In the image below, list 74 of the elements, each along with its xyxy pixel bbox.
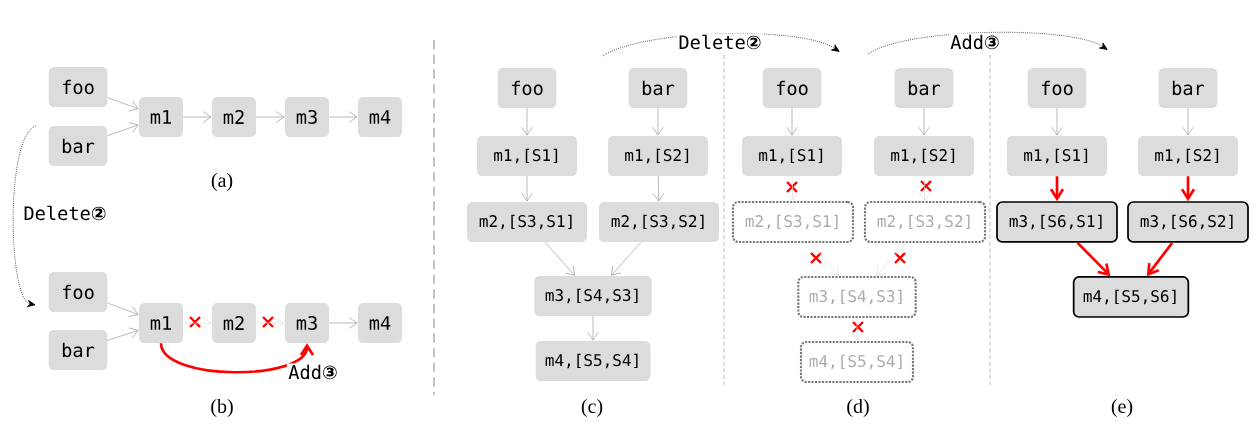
step-label: Delete②	[677, 33, 763, 51]
process-box: foo	[48, 272, 108, 312]
arrow	[652, 107, 664, 136]
removed-box: m3,[S4,S3]	[797, 275, 917, 319]
arrow	[107, 327, 139, 341]
panel-caption: (e)	[1111, 398, 1133, 418]
process-box: m1	[139, 303, 183, 343]
edge-label: Add③	[286, 363, 340, 381]
arrow	[1146, 242, 1174, 277]
arrow	[611, 241, 642, 276]
process-box: bar	[48, 126, 108, 166]
arrow	[328, 111, 358, 123]
arrow	[1182, 107, 1194, 136]
arrow	[107, 302, 139, 317]
process-box: foo	[762, 68, 822, 108]
step-label: Add③	[948, 33, 1002, 51]
process-box: m4	[358, 97, 402, 137]
process-box: m1,[S1]	[742, 136, 842, 176]
arrow	[1076, 241, 1111, 277]
process-box: foo	[497, 68, 557, 108]
arrow	[851, 317, 863, 341]
arrow	[544, 241, 575, 276]
process-box: m2	[212, 97, 256, 137]
arrow	[182, 317, 212, 329]
process-box: m3,[S4,S3]	[534, 276, 652, 316]
arrow	[918, 107, 930, 136]
added-box: m3,[S6,S1]	[996, 201, 1118, 243]
arrow	[328, 317, 358, 329]
arrow	[1180, 176, 1196, 202]
process-box: foo	[48, 67, 108, 107]
process-box: m1,[S2]	[874, 136, 974, 176]
process-box: m2,[S3,S2]	[599, 202, 719, 242]
process-box: m3	[285, 97, 329, 137]
panel-caption: (c)	[581, 398, 603, 418]
arrow	[107, 122, 139, 136]
arrow	[786, 175, 799, 201]
removed-box: m2,[S3,S1]	[731, 200, 855, 244]
arrow	[255, 111, 285, 123]
process-box: m2	[212, 303, 256, 343]
process-box: m1,[S1]	[1007, 136, 1107, 176]
arrow	[810, 242, 839, 276]
arrow	[786, 107, 798, 136]
arrow	[587, 315, 599, 341]
arrow	[652, 175, 665, 202]
arrow	[182, 111, 212, 123]
process-box: m3	[285, 303, 329, 343]
arrow	[521, 175, 533, 202]
arrow	[255, 317, 285, 329]
panel-caption: (a)	[211, 172, 233, 192]
arrow	[521, 107, 533, 136]
arrow	[1049, 176, 1065, 202]
added-box: m4,[S5,S6]	[1072, 276, 1190, 318]
process-box: m1,[S2]	[608, 136, 708, 176]
arrow	[918, 175, 931, 201]
process-box: bar	[628, 68, 688, 108]
process-box: m1	[139, 97, 183, 137]
process-box: m4	[358, 303, 402, 343]
process-box: bar	[48, 330, 108, 370]
process-box: foo	[1027, 68, 1087, 108]
added-box: m3,[S6,S2]	[1127, 201, 1249, 243]
process-box: bar	[1158, 68, 1218, 108]
arrow	[1051, 107, 1063, 136]
arrow	[107, 97, 139, 112]
removed-box: m4,[S5,S4]	[799, 340, 915, 384]
removed-box: m2,[S3,S2]	[863, 200, 987, 244]
step-label: Delete②	[22, 204, 108, 222]
arrow	[876, 242, 907, 276]
process-box: m1,[S1]	[477, 136, 577, 176]
panel-caption: (b)	[211, 398, 233, 418]
process-box: bar	[894, 68, 954, 108]
process-box: m2,[S3,S1]	[467, 202, 587, 242]
arrow	[159, 342, 315, 374]
process-box: m4,[S5,S4]	[535, 341, 651, 381]
process-box: m1,[S2]	[1138, 136, 1238, 176]
